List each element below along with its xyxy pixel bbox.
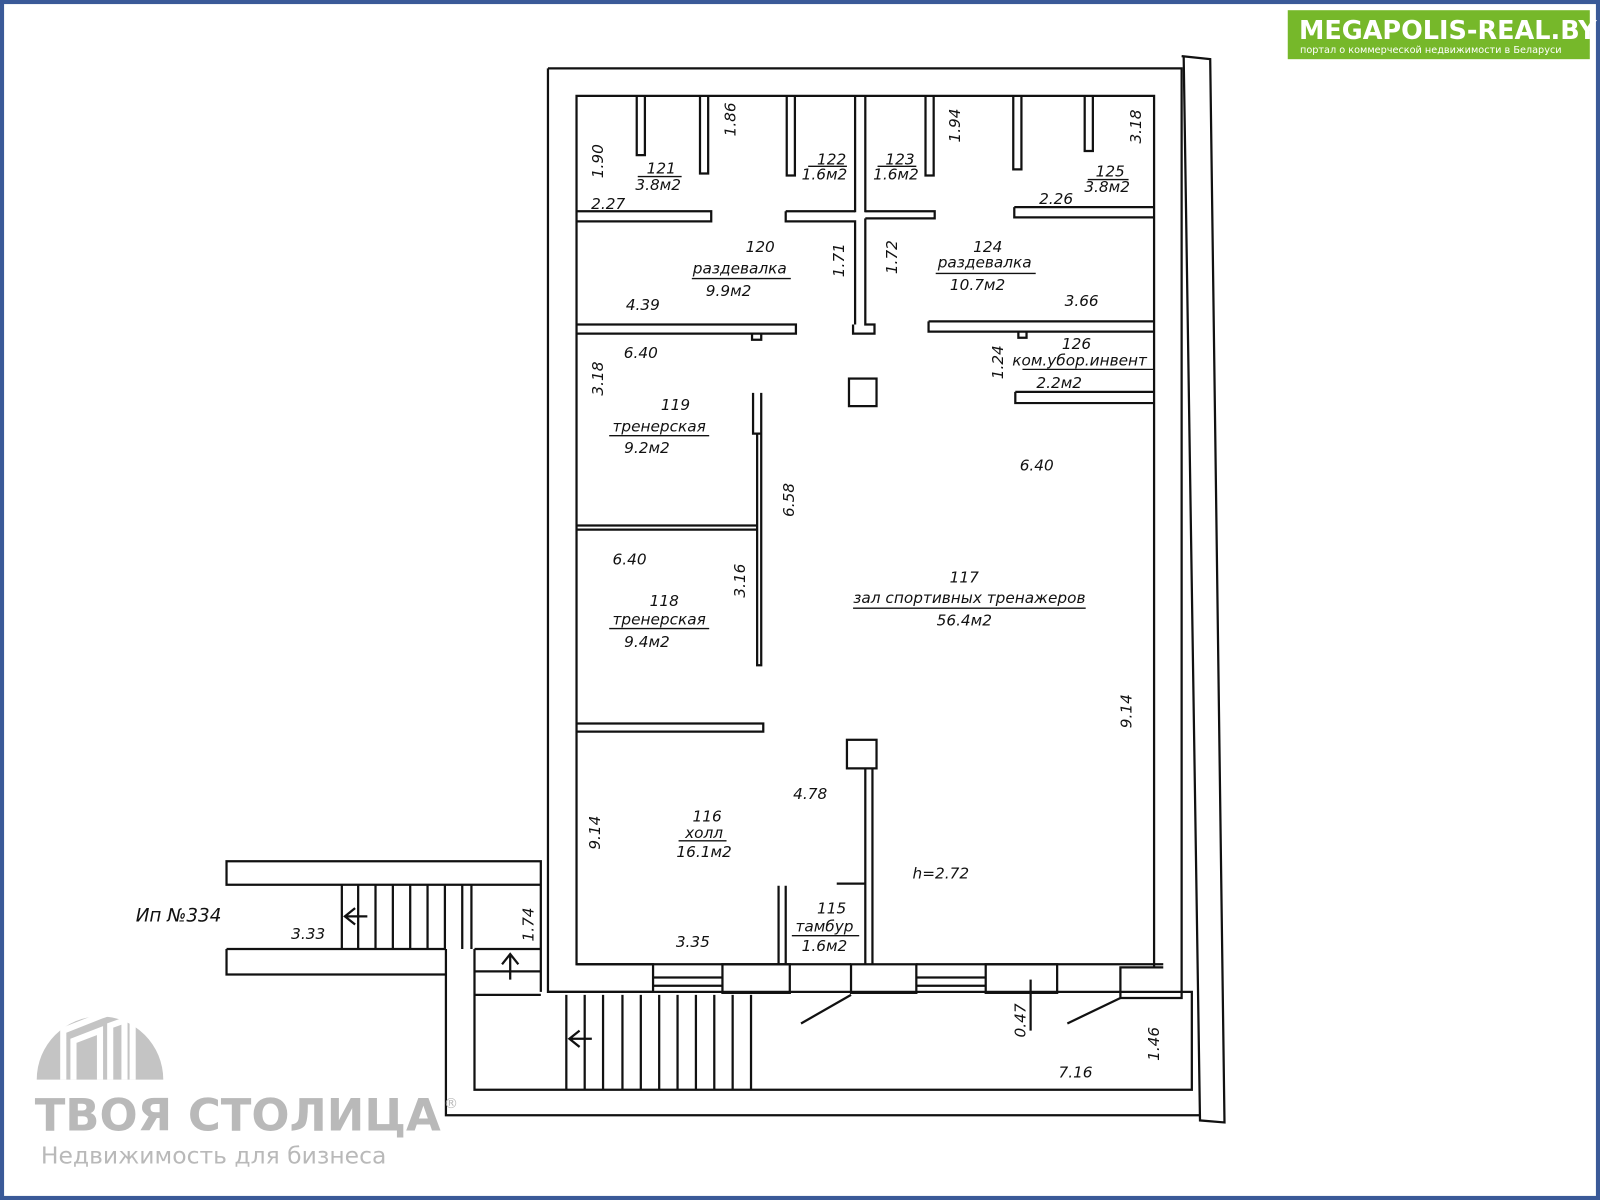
room-125-number: 125	[1096, 163, 1125, 181]
room-119-number: 119	[661, 396, 690, 414]
room-122-area: 1.6м2	[802, 166, 848, 184]
megapolis-logo-subtitle: портал о коммерческой недвижимости в Бел…	[1300, 45, 1562, 56]
room-118-area: 9.4м2	[624, 633, 670, 651]
dimension: 9.14	[1118, 694, 1136, 728]
walls	[225, 55, 1226, 1124]
dimension: 2.26	[1039, 190, 1073, 208]
room-116-area: 16.1м2	[676, 843, 731, 861]
room-121-area: 3.8м2	[635, 176, 681, 194]
room-117-area: 56.4м2	[937, 612, 992, 630]
room-117-name: зал спортивных тренажеров	[853, 589, 1085, 607]
registered-mark: ®	[444, 1096, 458, 1112]
dimension: 4.78	[793, 785, 827, 803]
room-126-name: ком.убор.инвент	[1012, 351, 1148, 369]
room-123-area: 1.6м2	[873, 166, 919, 184]
megapolis-logo-title: MEGAPOLIS-REAL.BY	[1299, 16, 1597, 46]
room-115-name: тамбур	[795, 918, 853, 936]
room-120-number: 120	[746, 238, 775, 256]
tvoya-stolica-subtitle: Недвижимость для бизнеса	[41, 1141, 387, 1169]
dimension: 4.39	[626, 296, 660, 314]
room-118-number: 118	[650, 592, 679, 610]
entrance-label: Ип №334	[136, 905, 222, 926]
room-126-area: 2.2м2	[1036, 374, 1082, 392]
ceiling-height: h=2.72	[913, 865, 970, 883]
room-116-number: 116	[693, 807, 722, 825]
room-118-name: тренерская	[612, 610, 705, 628]
dimension: 1.46	[1145, 1027, 1163, 1061]
dimension: 6.40	[1020, 456, 1054, 474]
dimension: 0.47	[1012, 1003, 1030, 1037]
dimension: 1.86	[722, 102, 740, 136]
dimension: 3.18	[1127, 109, 1145, 143]
dimension: 1.90	[589, 144, 607, 178]
room-124-area: 10.7м2	[950, 276, 1005, 294]
dimension: 6.40	[613, 550, 647, 568]
room-120-area: 9.9м2	[706, 282, 752, 300]
room-115-number: 115	[817, 899, 846, 917]
room-116-name: холл	[684, 824, 723, 842]
dimension: 3.66	[1065, 292, 1099, 310]
room-115-area: 1.6м2	[802, 937, 848, 955]
room-123-number: 123	[885, 150, 914, 168]
dimension: 3.18	[589, 361, 607, 395]
dimension: 7.16	[1058, 1064, 1092, 1082]
room-124-number: 124	[973, 238, 1002, 256]
dimension: 2.27	[591, 195, 625, 213]
megapolis-logo: MEGAPOLIS-REAL.BY портал о коммерческой …	[1287, 10, 1597, 60]
room-125-area: 3.8м2	[1084, 178, 1130, 196]
dimension: 3.35	[676, 933, 710, 951]
dimension: 3.16	[731, 563, 749, 597]
dimension: 6.58	[780, 483, 798, 517]
tvoya-stolica-title: ТВОЯ СТОЛИЦА	[35, 1089, 441, 1142]
room-119-name: тренерская	[612, 418, 705, 436]
dimension: 1.24	[989, 345, 1007, 379]
room-122-number: 122	[817, 150, 846, 168]
dimension: 1.72	[883, 240, 901, 274]
room-121-number: 121	[647, 159, 676, 177]
room-117-number: 117	[950, 569, 979, 587]
dimension: 3.33	[291, 925, 325, 943]
dimension: 1.74	[520, 907, 538, 941]
dimension: 1.94	[946, 108, 964, 142]
dimension: 1.71	[830, 243, 848, 277]
room-120-name: раздевалка	[692, 259, 787, 277]
dimension-labels: 1.90 1.86 1.94 3.18 2.27 2.26 1.71 1.72 …	[291, 102, 1163, 1081]
dimension: 9.14	[586, 816, 604, 850]
room-124-name: раздевалка	[937, 253, 1032, 271]
room-126-number: 126	[1062, 335, 1091, 353]
room-labels: 121 3.8м2 122 1.6м2 123 1.6м2 125 3.8м2 …	[136, 150, 1155, 955]
tvoya-stolica-logo: ТВОЯ СТОЛИЦА ® Недвижимость для бизнеса	[35, 1000, 458, 1169]
dimension: 6.40	[624, 344, 658, 362]
room-119-area: 9.2м2	[624, 439, 670, 457]
